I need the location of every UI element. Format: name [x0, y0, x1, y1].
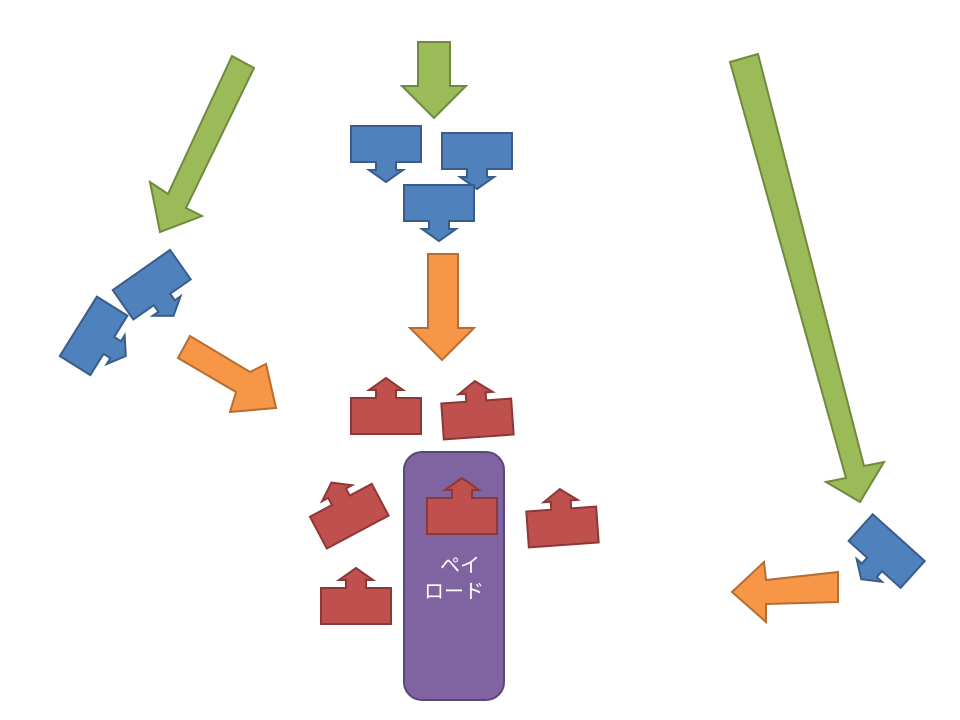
payload-label-line1: ペイ [440, 553, 480, 577]
red-callout-lower-left [320, 567, 392, 625]
red-callout-upper-right [438, 377, 515, 441]
green-arrow-right [728, 52, 887, 504]
blue-callout-right [834, 513, 926, 604]
orange-arrows [176, 253, 839, 625]
green-arrow-top-left [148, 54, 256, 234]
green-arrows [148, 41, 887, 504]
blue-callout-top-1 [350, 125, 422, 183]
blue-callout-top-2 [441, 132, 513, 190]
red-callout-left-tilted [299, 465, 390, 550]
orange-arrow-center [407, 253, 477, 362]
blue-callout-left-1 [111, 248, 204, 337]
green-arrow-top-center [399, 41, 469, 120]
orange-arrow-right [730, 559, 839, 625]
payload-label-line2: ロード [424, 579, 484, 603]
red-callout-right [523, 485, 600, 549]
orange-arrow-left [176, 334, 278, 414]
red-callout-upper-left [350, 377, 422, 435]
blue-callout-top-3 [403, 184, 475, 242]
